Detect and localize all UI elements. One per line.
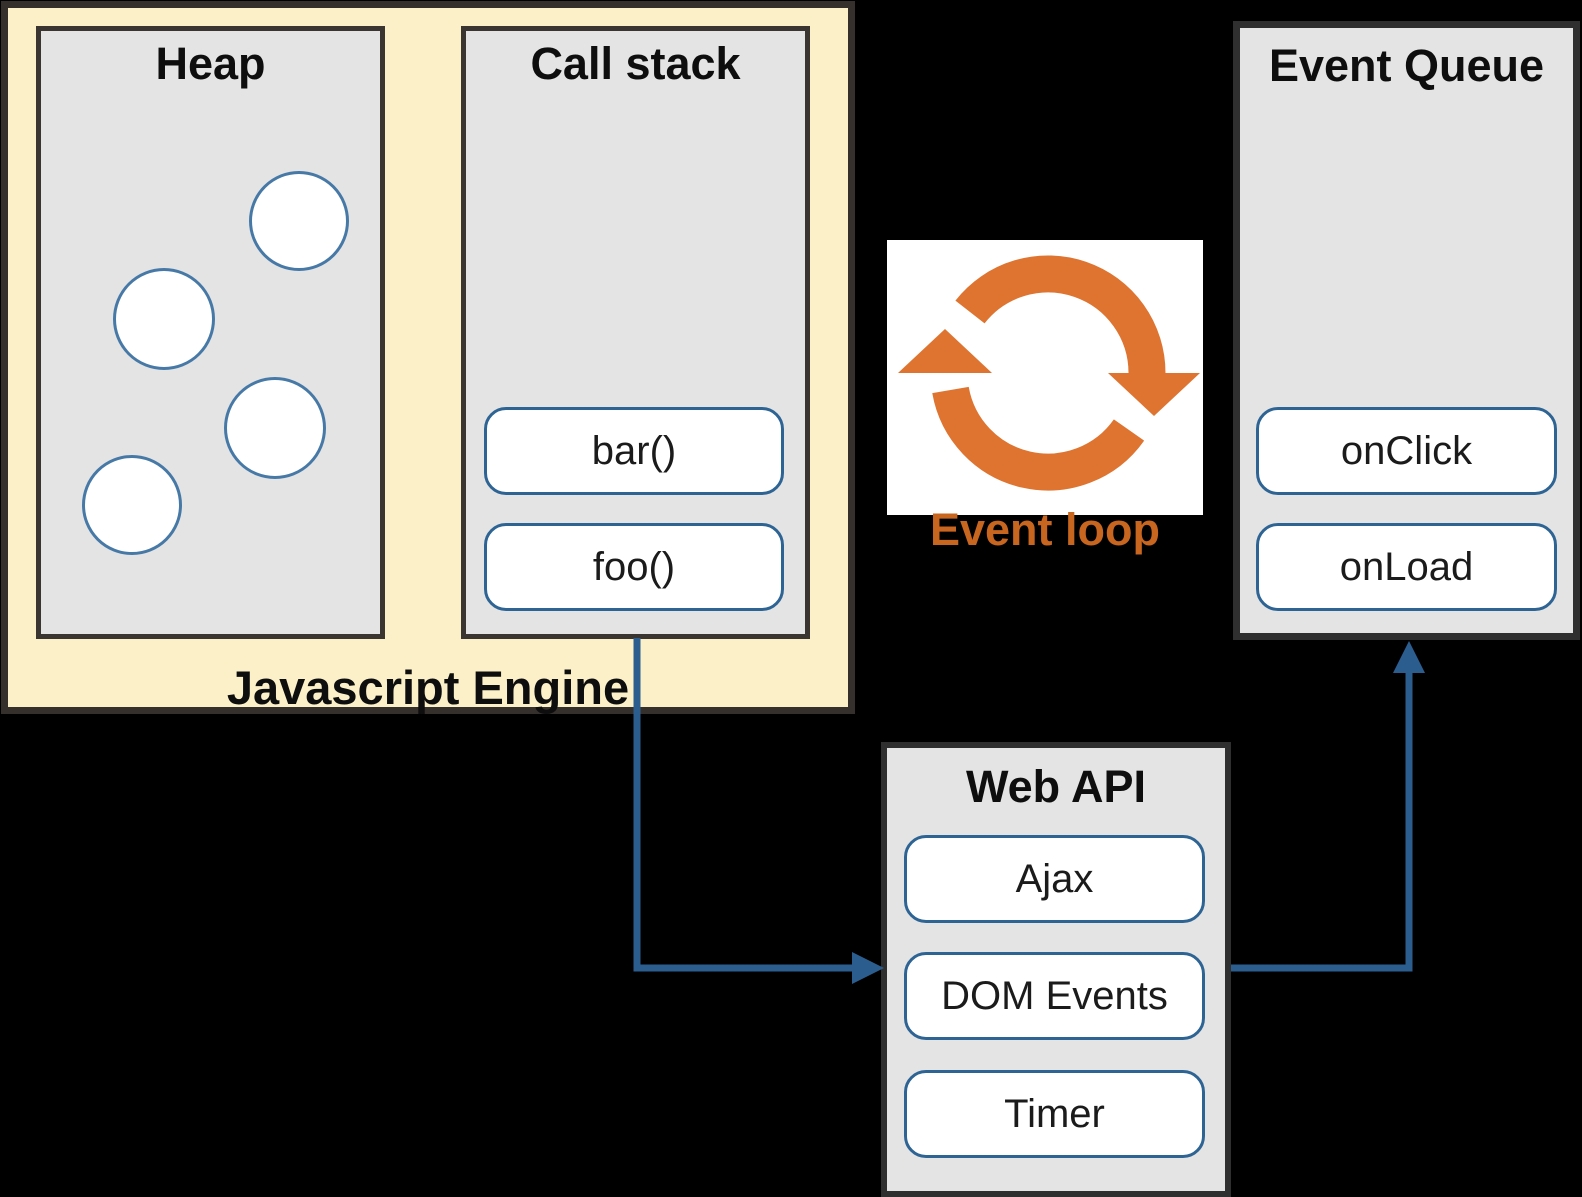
heap-title: Heap (155, 38, 266, 89)
stack-frame-bar: bar() (484, 407, 784, 495)
heap-object-circle (224, 377, 326, 479)
arrow-webapi-to-eventqueue (1231, 641, 1425, 972)
webapi-item-ajax: Ajax (904, 835, 1205, 923)
event-loop-icon-box (887, 240, 1203, 515)
queue-item-onclick: onClick (1256, 407, 1557, 495)
webapi-item-timer: Timer (904, 1070, 1205, 1158)
heap-object-circle (249, 171, 349, 271)
webapi-item-dom-events: DOM Events (904, 952, 1205, 1040)
call-stack-title: Call stack (530, 38, 741, 89)
stack-frame-foo: foo() (484, 523, 784, 611)
event-loop-cycle-icon (898, 255, 1200, 491)
heap-object-circle (82, 455, 182, 555)
javascript-engine-label: Javascript Engine (226, 661, 630, 714)
event-loop-label: Event loop (929, 504, 1160, 555)
web-api-title: Web API (965, 761, 1147, 812)
event-queue-title: Event Queue (1268, 40, 1545, 91)
heap-object-circle (113, 268, 215, 370)
queue-item-onload: onLoad (1256, 523, 1557, 611)
